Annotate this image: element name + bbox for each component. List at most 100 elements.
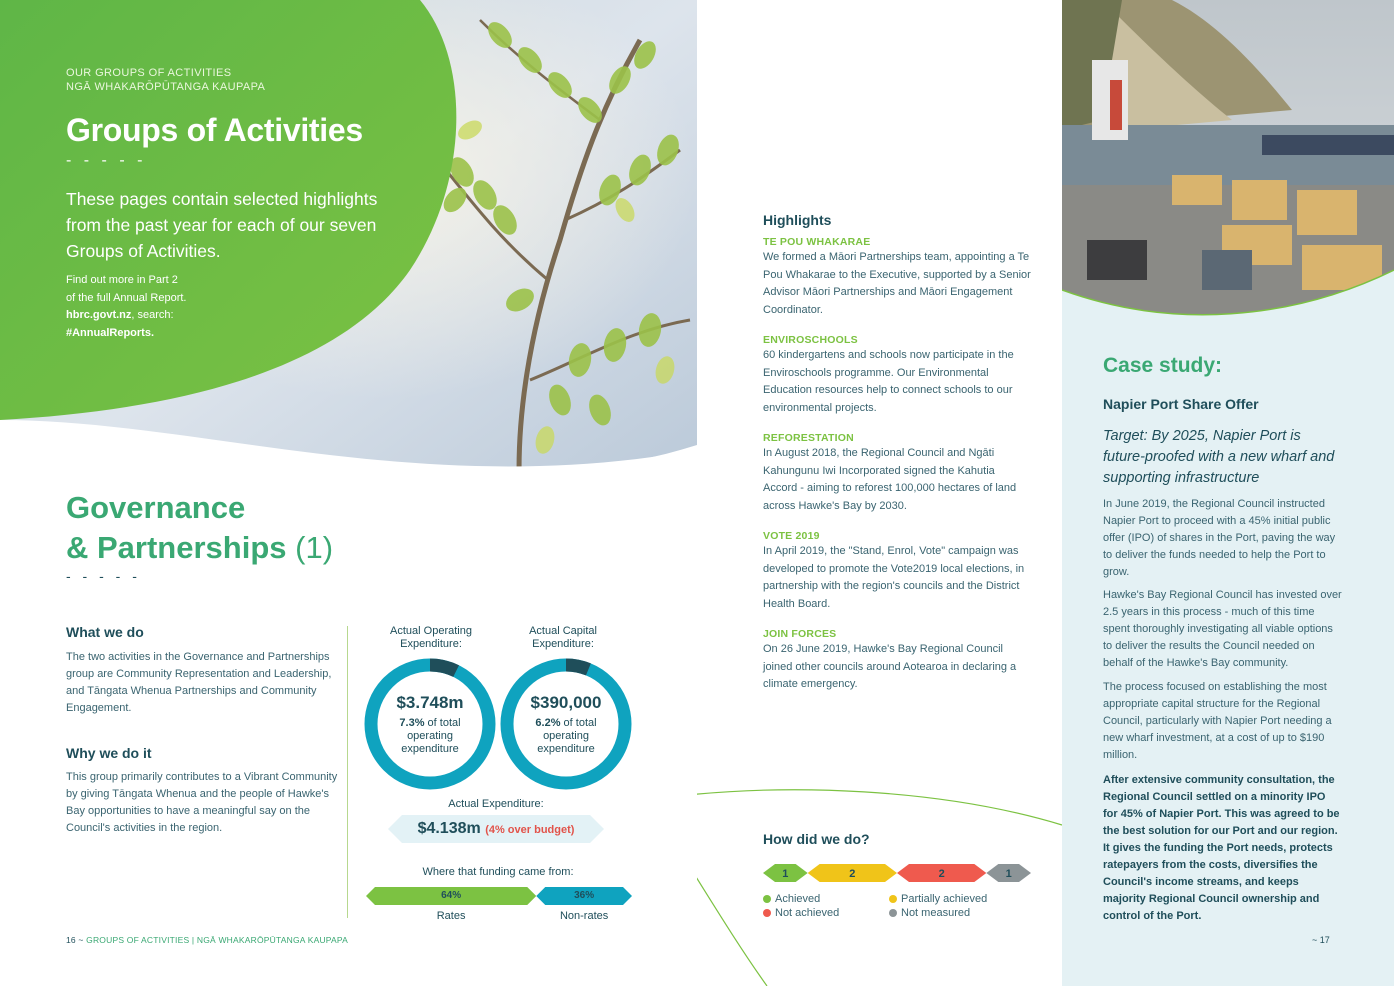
what-we-do-heading: What we do (66, 624, 144, 640)
not-measured-dot-icon (889, 909, 897, 917)
why-we-do-it-heading: Why we do it (66, 745, 152, 761)
rating-count-label: 2 (939, 868, 945, 880)
kicker-english: OUR GROUPS OF ACTIVITIES (66, 67, 232, 79)
actual-expenditure-label: Actual Expenditure: (448, 798, 544, 810)
highlight-text: We formed a Māori Partnerships team, app… (763, 251, 1031, 316)
rating-count-label: 1 (782, 868, 788, 880)
legend-not-achieved: Not achieved (763, 907, 839, 919)
legend-not-achieved-label: Not achieved (775, 907, 840, 919)
right-page-number: ~ 17 (1312, 935, 1330, 945)
why-we-do-it-text: This group primarily contributes to a Vi… (66, 771, 338, 834)
footer-section-name: GROUPS OF ACTIVITIES | NGĀ WHAKARŌPŪTANG… (86, 935, 349, 945)
funding-bar (366, 887, 632, 905)
actual-amount: $4.138m (417, 820, 481, 837)
non-rates-pct: 36% (574, 890, 595, 901)
left-page-number: 16 (66, 935, 76, 945)
kicker: OUR GROUPS OF ACTIVITIES NGĀ WHAKARŌPŪTA… (66, 66, 265, 94)
rating-segment (986, 864, 1031, 882)
capital-ring (500, 658, 632, 790)
capital-label-line-1: Actual Capital (529, 625, 597, 637)
funding-segment-non-rates (536, 887, 632, 905)
actual-expenditure-value: $4.138m (4% over budget) (388, 815, 604, 843)
highlight-heading: TE POU WHAKARAE (763, 236, 871, 248)
more-line-4: #AnnualReports. (66, 325, 286, 343)
highlight-text: In April 2019, the "Stand, Enrol, Vote" … (763, 545, 1025, 610)
capital-pct: 6.2% (535, 717, 561, 729)
capital-sub-1: of total (560, 717, 597, 729)
more-line-3: hbrc.govt.nz, search: (66, 307, 286, 325)
title-dash-divider: - - - - - (66, 152, 147, 169)
capital-amount: $390,000 (530, 693, 602, 712)
funding-label: Where that funding came from: (422, 866, 574, 878)
operating-label: Actual Operating Expenditure: (376, 625, 486, 651)
operating-label-line-2: Expenditure: (400, 638, 462, 650)
legend-achieved: Achieved (763, 893, 820, 905)
legend-not-measured-label: Not measured (901, 907, 971, 919)
rates-caption: Rates (436, 910, 466, 922)
capital-ring-share (500, 658, 632, 790)
highlight-heading: JOIN FORCES (763, 628, 837, 640)
footer-separator: ~ (75, 935, 87, 945)
capital-ring-text: $390,000 6.2% of total operating expendi… (511, 693, 621, 756)
operating-ring-text: $3.748m 7.3% of total operating expendit… (375, 693, 485, 756)
case-study-title: Case study: (1103, 354, 1223, 377)
rating-count-label: 1 (1006, 868, 1012, 880)
highlight-heading: REFORESTATION (763, 432, 854, 444)
funding-segment-rates (366, 887, 537, 905)
over-budget-note: (4% over budget) (485, 824, 575, 836)
case-study-subtitle: Napier Port Share Offer (1103, 396, 1259, 412)
website-link[interactable]: hbrc.govt.nz (66, 309, 132, 321)
case-study-conclusion: After extensive community consultation, … (1103, 774, 1340, 922)
case-study-paragraph: In June 2019, the Regional Council instr… (1103, 498, 1336, 578)
results-rating-bar: 1 2 2 1 (763, 864, 1031, 882)
section-title-line-2-text: & Partnerships (66, 530, 287, 565)
case-study-paragraph: Hawke's Bay Regional Council has investe… (1103, 589, 1342, 669)
capital-sub-2: operating (543, 730, 589, 742)
highlight-item: VOTE 2019 In April 2019, the "Stand, Enr… (763, 529, 1031, 613)
operating-share-line-1: 7.3% of total (375, 717, 485, 730)
capital-share-line-1: 6.2% of total (511, 717, 621, 730)
kicker-maori: NGĀ WHAKARŌPŪTANGA KAUPAPA (66, 81, 266, 93)
rating-count-label: 2 (849, 868, 855, 880)
capital-sub-3: expenditure (537, 743, 595, 755)
page-title: Groups of Activities (66, 112, 363, 148)
highlight-text: On 26 June 2019, Hawke's Bay Regional Co… (763, 643, 1017, 690)
intro-text: These pages contain selected highlights … (66, 189, 378, 261)
not-achieved-dot-icon (763, 909, 771, 917)
operating-ring-share (364, 658, 496, 790)
highlight-heading: ENVIROSCHOOLS (763, 334, 858, 346)
what-we-do-text: The two activities in the Governance and… (66, 651, 332, 714)
operating-amount: $3.748m (396, 693, 464, 712)
highlight-heading: VOTE 2019 (763, 530, 820, 542)
section-title-line-1: Governance (66, 490, 246, 525)
highlight-text: In August 2018, the Regional Council and… (763, 447, 1017, 512)
left-footer: 16 ~ GROUPS OF ACTIVITIES | NGĀ WHAKARŌP… (66, 935, 348, 945)
legend-not-measured: Not measured (889, 907, 970, 919)
section-title: Governance & Partnerships (1) (66, 488, 333, 568)
rating-segment (763, 864, 808, 882)
more-line-2: of the full Annual Report. (66, 291, 187, 304)
left-page: OUR GROUPS OF ACTIVITIES NGĀ WHAKARŌPŪTA… (0, 0, 697, 945)
operating-sub-2: operating (407, 730, 453, 742)
find-out-more: Find out more in Part 2 of the full Annu… (66, 272, 286, 342)
highlight-item: ENVIROSCHOOLS 60 kindergartens and schoo… (763, 333, 1031, 417)
rates-pct: 64% (441, 890, 462, 901)
highlight-item: TE POU WHAKARAE We formed a Māori Partne… (763, 235, 1031, 319)
case-study-target: Target: By 2025, Napier Port is future-p… (1103, 428, 1335, 486)
operating-sub-1: of total (424, 717, 461, 729)
actual-expenditure-pill (388, 815, 604, 843)
decorative-leaf-curve (697, 789, 1063, 986)
more-line-1: Find out more in Part 2 (66, 274, 178, 286)
section-title-line-2: & Partnerships (1) (66, 528, 333, 568)
operating-label-line-1: Actual Operating (390, 625, 472, 637)
how-did-we-do-title: How did we do? (763, 831, 870, 847)
legend-partially-achieved-label: Partially achieved (901, 893, 988, 905)
operating-sub-3: expenditure (401, 743, 459, 755)
highlights: Highlights TE POU WHAKARAE We formed a M… (763, 212, 1031, 708)
highlight-text: 60 kindergartens and schools now partici… (763, 349, 1014, 414)
legend-achieved-label: Achieved (775, 893, 821, 905)
achieved-dot-icon (763, 895, 771, 903)
partially-achieved-dot-icon (889, 895, 897, 903)
hashtag: #AnnualReports. (66, 326, 155, 339)
operating-pct: 7.3% (399, 717, 425, 729)
